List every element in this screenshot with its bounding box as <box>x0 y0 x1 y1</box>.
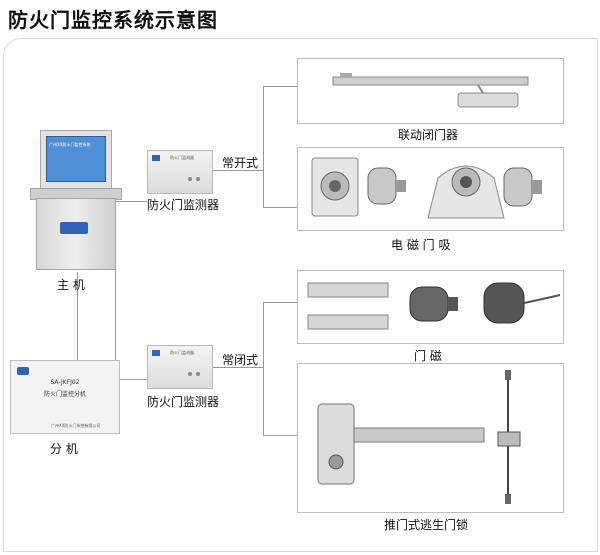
sub-host-name: 防火门监控分机 <box>11 389 119 398</box>
device-box-em-holder <box>297 147 564 231</box>
monitor-bottom-label: 防火门监测器 <box>147 393 219 410</box>
electromagnetic-holder-icon <box>298 148 563 230</box>
device-box-door-closer <box>297 58 564 124</box>
monitor-top-logo-icon <box>152 155 160 161</box>
sub-host-maker: 广州XX防火门系统有限公司 <box>51 423 100 429</box>
page-title: 防火门监控系统示意图 <box>8 4 218 33</box>
monitor-top-panel: 防火门监测器 <box>147 150 213 194</box>
push-bar-lock-icon <box>298 364 563 512</box>
branch-open-to-holder <box>263 207 297 208</box>
door-closer-icon <box>298 59 563 123</box>
host-computer-icon: 广州XX防火门监控系统 <box>30 130 120 270</box>
device-label-em-holder: 电 磁 门 吸 <box>391 236 450 253</box>
monitor-top-label: 防火门监测器 <box>147 196 219 213</box>
mode-open-label: 常开式 <box>222 154 258 171</box>
branch-closed-vertical <box>263 302 264 435</box>
branch-open-to-closer <box>263 86 297 87</box>
device-label-door-sensor: 门 磁 <box>414 347 442 364</box>
sub-host-label: 分 机 <box>50 440 78 457</box>
branch-open-vertical <box>263 86 264 207</box>
sub-host-logo-icon <box>17 367 29 375</box>
sub-host-panel: SA-JKFJ02 防火门监控分机 广州XX防火门系统有限公司 <box>10 360 120 434</box>
host-screen-text: 广州XX防火门监控系统 <box>47 137 105 153</box>
monitor-bottom-logo-icon <box>152 350 160 356</box>
host-logo-badge <box>60 222 88 234</box>
host-label: 主 机 <box>57 276 85 293</box>
monitor-bottom-panel: 防火门监测器 <box>147 345 213 389</box>
monitor-bottom-panel-text: 防火门监测器 <box>170 350 212 356</box>
host-screen: 广州XX防火门监控系统 <box>46 136 106 182</box>
mode-closed-label: 常闭式 <box>222 351 258 368</box>
branch-closed-to-lock <box>263 435 297 436</box>
device-label-push-lock: 推门式逃生门锁 <box>384 516 468 533</box>
device-box-push-lock <box>297 363 564 513</box>
device-label-door-closer: 联动闭门器 <box>398 126 458 143</box>
branch-closed-to-sensor <box>263 302 297 303</box>
device-box-door-sensor <box>297 270 564 344</box>
sub-host-model: SA-JKFJ02 <box>11 379 119 386</box>
door-magnetic-sensor-icon <box>298 271 563 343</box>
monitor-top-panel-text: 防火门监测器 <box>170 155 212 161</box>
